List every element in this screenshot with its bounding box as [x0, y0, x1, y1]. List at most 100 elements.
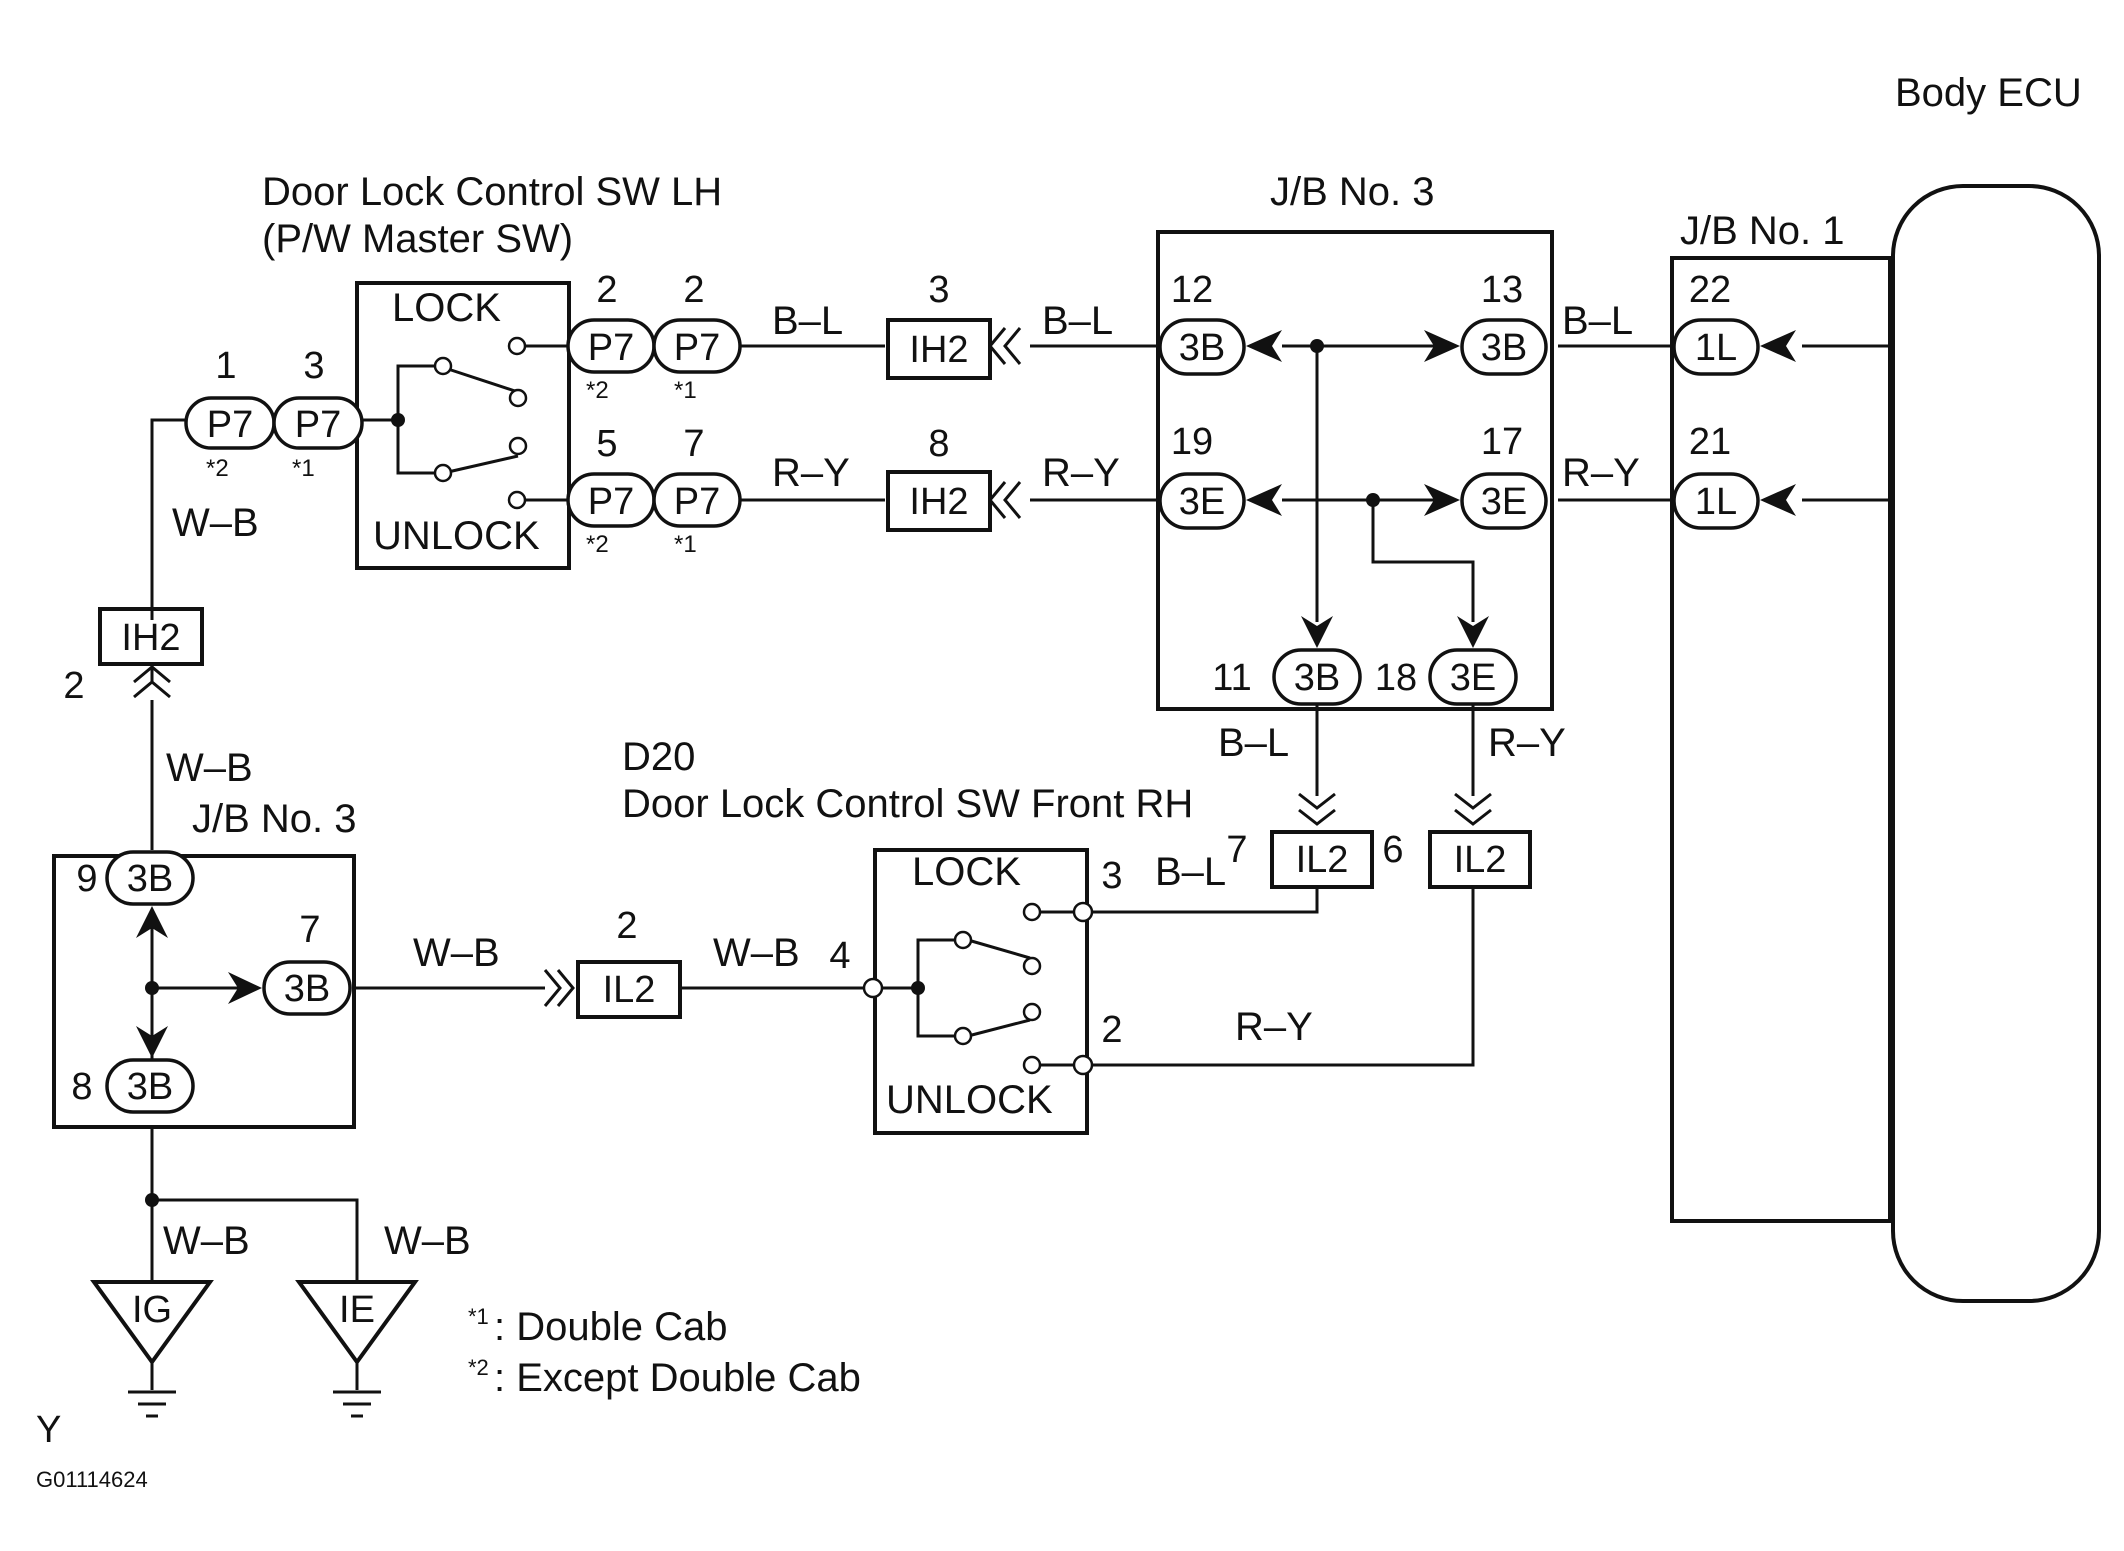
ih2-box-top	[886, 318, 992, 380]
wire-label-wb-5: W–B	[163, 1219, 250, 1263]
wire-master-unlock-blade	[447, 454, 519, 474]
c3b-label-7: 3B	[284, 968, 330, 1010]
il2-box-mid	[576, 960, 682, 1019]
wire-master-lock-blade	[447, 367, 519, 394]
c3b-pill-8	[105, 1058, 195, 1114]
pin-p7-top-a: 2	[596, 269, 617, 311]
jb1-21-arrowhead	[1760, 484, 1796, 516]
rh-lock-contact	[1022, 956, 1042, 976]
wire-label-wb-3: W–B	[413, 931, 500, 975]
rh-terminal-3	[1072, 901, 1094, 923]
labels: Body ECU Door Lock Control SW LH (P/W Ma…	[36, 71, 2082, 1492]
wire-label-bl-1: B–L	[772, 299, 843, 343]
wire-label-bl-4: B–L	[1218, 721, 1289, 765]
pin-ih2-mid: 8	[928, 423, 949, 465]
ih2-mid-chevron-2	[1003, 481, 1022, 519]
il2-6-chevron-1	[1454, 792, 1492, 810]
ih2-label-top: IH2	[909, 329, 968, 371]
pin-p7-bot-a: 5	[596, 423, 617, 465]
wire-wb-to-ie	[152, 1198, 359, 1282]
pin-p7-1: 1	[215, 345, 236, 387]
c3b-pill-11	[1272, 648, 1362, 706]
body-ecu-label: Body ECU	[1895, 71, 2082, 115]
rh-common-upper-terminal	[953, 930, 973, 950]
connector-symbols	[133, 327, 1796, 1058]
p7-label-1: P7	[207, 404, 253, 446]
pin-jb3-19: 19	[1171, 421, 1213, 463]
master-sw-title-2: (P/W Master SW)	[262, 217, 573, 261]
ground-ig-triangle	[90, 1280, 214, 1366]
wire-rh-unlock-blade	[967, 1018, 1031, 1038]
mark-p7-top-b: *1	[674, 377, 697, 404]
jb3b-9-arrowhead	[136, 906, 168, 938]
wire-label-wb-4: W–B	[713, 931, 800, 975]
mark-p7-bot-b: *1	[674, 531, 697, 558]
jb3-11-arrowhead	[1301, 616, 1333, 648]
master-unlock-terminal	[507, 490, 527, 510]
c3b-label-8: 3B	[127, 1066, 173, 1108]
p7-label-top-b: P7	[674, 327, 720, 369]
c1l-label-22: 1L	[1695, 327, 1737, 369]
wire-label-wb-6: W–B	[384, 1219, 471, 1263]
wire-ry-il2-to-sw	[1083, 885, 1475, 1067]
pin-ih2-left: 2	[63, 665, 84, 707]
jb1-label: J/B No. 1	[1680, 209, 1845, 253]
wire-master-common-down	[396, 420, 438, 475]
jb3-ry-junction-dot	[1366, 493, 1380, 507]
ih2-label-left: IH2	[121, 617, 180, 659]
pin-il2-7: 7	[1226, 829, 1247, 871]
note-1-text: : Double Cab	[494, 1305, 727, 1349]
note-1-mark: *1	[468, 1304, 489, 1329]
pin-jb3-17: 17	[1481, 421, 1523, 463]
rh-unlock-contact-out	[1022, 1055, 1042, 1075]
note-2-mark: *2	[468, 1355, 489, 1380]
wire-label-ry-4: R–Y	[1488, 721, 1566, 765]
c3e-pill-19	[1158, 472, 1246, 530]
front-rh-title: Door Lock Control SW Front RH	[622, 782, 1193, 826]
ih2-top-chevron-2	[1003, 327, 1022, 365]
il2-label-mid: IL2	[603, 969, 656, 1011]
master-common-lower-terminal	[433, 463, 453, 483]
component-boxes	[52, 184, 2101, 1303]
front-rh-code: D20	[622, 735, 695, 779]
front-rh-unlock: UNLOCK	[886, 1078, 1053, 1122]
terminals	[145, 336, 1380, 1207]
c1l-pill-22	[1672, 318, 1760, 376]
c3b-label-12: 3B	[1179, 327, 1225, 369]
il2-box-6	[1428, 830, 1532, 889]
wire-label-bl-2: B–L	[1042, 299, 1113, 343]
ground-ie-label: IE	[339, 1289, 375, 1331]
pin-jb3-11: 11	[1212, 657, 1251, 699]
wire-master-common-up	[396, 364, 438, 420]
ih2-left-chevron-2	[133, 680, 171, 699]
pin-il2-mid: 2	[616, 905, 637, 947]
pin-jb3-12: 12	[1171, 269, 1213, 311]
mark-p7-1: *2	[206, 455, 229, 482]
jb3-bottom-box	[52, 854, 356, 1129]
grounds	[90, 1280, 419, 1418]
c3e-pill-17	[1460, 472, 1548, 530]
jb3-17-arrowhead	[1424, 484, 1460, 516]
wire-wb-p7-to-ih2	[150, 418, 188, 620]
c1l-label-21: 1L	[1695, 481, 1737, 523]
pin-rh-4: 4	[829, 935, 850, 977]
master-lock-terminal	[507, 336, 527, 356]
ih2-label-mid: IH2	[909, 481, 968, 523]
p7-label-bot-b: P7	[674, 481, 720, 523]
wire-bl-il2-to-sw	[1083, 885, 1319, 914]
pill-connectors	[105, 318, 1760, 1114]
jb1-22-arrowhead	[1760, 330, 1796, 362]
jb3-19-arrowhead	[1246, 484, 1282, 516]
il2-7-chevron-2	[1298, 808, 1336, 826]
jb3-top-box	[1156, 230, 1554, 711]
c3e-pill-18	[1428, 648, 1518, 706]
c3b-pill-13	[1460, 318, 1548, 376]
rh-terminal-4	[862, 977, 884, 999]
master-common-upper-terminal	[433, 356, 453, 376]
jb3-bottom-label: J/B No. 3	[192, 797, 357, 841]
c3e-label-18: 3E	[1450, 657, 1496, 699]
jb3-13-arrowhead	[1424, 330, 1460, 362]
pin-p7-3: 3	[303, 345, 324, 387]
p7-label-bot-a: P7	[588, 481, 634, 523]
